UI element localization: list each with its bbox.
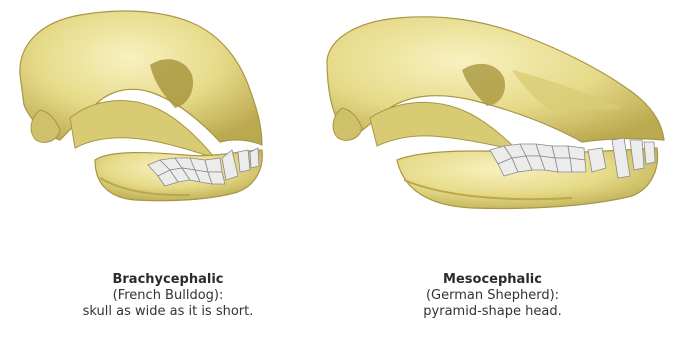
mesocephalic-breed: (German Shepherd):	[312, 288, 673, 304]
brachycephalic-caption: Brachycephalic (French Bulldog): skull a…	[0, 272, 336, 320]
mesocephalic-panel: Mesocephalic (German Shepherd): pyramid-…	[312, 0, 673, 338]
mesocephalic-description: pyramid-shape head.	[312, 304, 673, 320]
brachycephalic-skull-illustration	[0, 0, 336, 250]
mesocephalic-title: Mesocephalic	[312, 272, 673, 288]
brachycephalic-description: skull as wide as it is short.	[0, 304, 336, 320]
brachycephalic-title: Brachycephalic	[0, 272, 336, 288]
brachycephalic-breed: (French Bulldog):	[0, 288, 336, 304]
brachycephalic-panel: Brachycephalic (French Bulldog): skull a…	[0, 0, 336, 338]
mesocephalic-caption: Mesocephalic (German Shepherd): pyramid-…	[312, 272, 673, 320]
mesocephalic-skull-illustration	[312, 0, 673, 250]
